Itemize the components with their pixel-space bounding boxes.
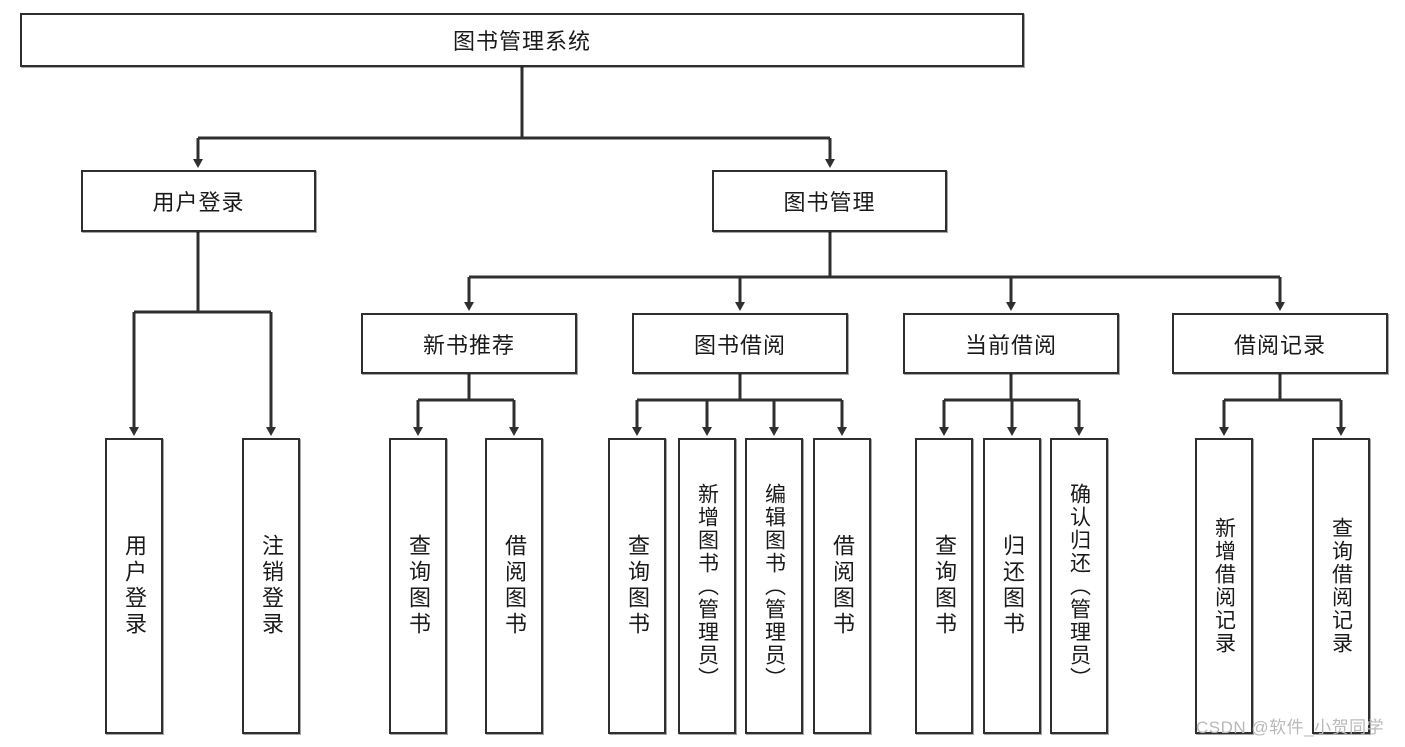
- node-borrow-record[interactable]: 借阅记录: [1172, 313, 1388, 374]
- node-new-book-recommend-label: 新书推荐: [422, 332, 515, 358]
- node-book-borrow[interactable]: 图书借阅: [632, 313, 848, 374]
- node-leaf-return-book-label: 归还图书: [1000, 534, 1025, 638]
- node-new-book-recommend[interactable]: 新书推荐: [361, 313, 577, 374]
- node-leaf-user-login[interactable]: 用户登录: [105, 438, 163, 734]
- node-leaf-query-book-1[interactable]: 查询图书: [389, 438, 447, 734]
- node-leaf-borrow-book-1-label: 借阅图书: [502, 534, 527, 638]
- node-leaf-confirm-return-label: 确认归还（管理员）: [1067, 482, 1091, 690]
- node-book-borrow-label: 图书借阅: [693, 332, 786, 358]
- node-leaf-add-book-label: 新增图书（管理员）: [695, 482, 719, 690]
- node-user-login-label: 用户登录: [152, 190, 245, 215]
- node-leaf-query-book-3[interactable]: 查询图书: [915, 438, 973, 734]
- node-leaf-add-record[interactable]: 新增借阅记录: [1195, 438, 1253, 734]
- csdn-watermark: CSDN @软件_小贺同学: [1196, 718, 1385, 737]
- node-borrow-record-label: 借阅记录: [1233, 332, 1326, 358]
- node-leaf-confirm-return[interactable]: 确认归还（管理员）: [1050, 438, 1108, 734]
- node-leaf-query-book-3-label: 查询图书: [932, 534, 957, 638]
- node-leaf-user-logout[interactable]: 注销登录: [242, 438, 300, 734]
- node-root[interactable]: 图书管理系统: [20, 13, 1024, 67]
- node-root-label: 图书管理系统: [452, 29, 591, 54]
- node-leaf-query-record-label: 查询借阅记录: [1329, 517, 1353, 655]
- node-book-manage[interactable]: 图书管理: [712, 170, 947, 232]
- node-leaf-add-record-label: 新增借阅记录: [1212, 517, 1236, 655]
- node-leaf-query-book-2[interactable]: 查询图书: [608, 438, 666, 734]
- node-leaf-return-book[interactable]: 归还图书: [983, 438, 1041, 734]
- node-leaf-user-login-label: 用户登录: [122, 534, 147, 638]
- node-leaf-borrow-book-1[interactable]: 借阅图书: [485, 438, 543, 734]
- node-leaf-query-book-2-label: 查询图书: [625, 534, 650, 638]
- node-leaf-add-book[interactable]: 新增图书（管理员）: [678, 438, 736, 734]
- node-leaf-user-logout-label: 注销登录: [259, 534, 284, 638]
- node-leaf-borrow-book-2[interactable]: 借阅图书: [813, 438, 871, 734]
- node-leaf-query-record[interactable]: 查询借阅记录: [1312, 438, 1370, 734]
- node-book-manage-label: 图书管理: [783, 190, 876, 215]
- node-current-borrow[interactable]: 当前借阅: [903, 313, 1119, 374]
- node-leaf-edit-book-label: 编辑图书（管理员）: [762, 482, 786, 690]
- node-leaf-edit-book[interactable]: 编辑图书（管理员）: [745, 438, 803, 734]
- node-user-login[interactable]: 用户登录: [81, 170, 316, 232]
- node-leaf-borrow-book-2-label: 借阅图书: [830, 534, 855, 638]
- node-current-borrow-label: 当前借阅: [964, 332, 1057, 358]
- node-leaf-query-book-1-label: 查询图书: [406, 534, 431, 638]
